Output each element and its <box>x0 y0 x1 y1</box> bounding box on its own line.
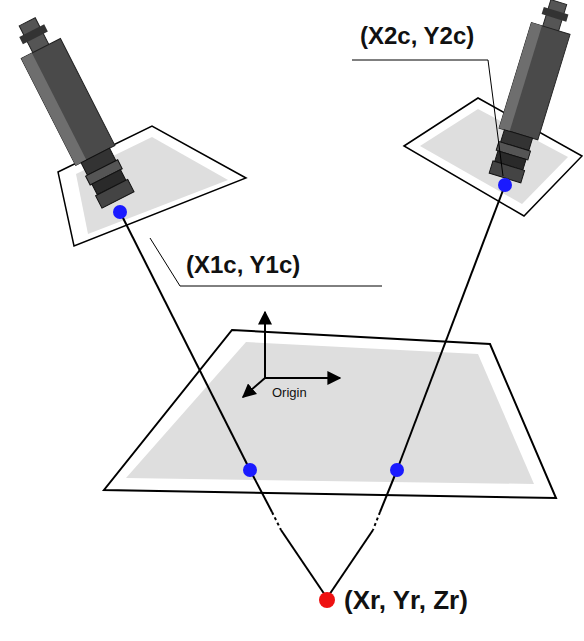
image-plane <box>404 98 582 216</box>
origin-axes <box>243 312 340 397</box>
camera <box>8 12 138 210</box>
reference-plane <box>104 330 556 498</box>
axis-label: Origin <box>272 386 307 399</box>
camera <box>486 0 579 184</box>
coordinate-label: (X2c, Y2c) <box>360 24 474 48</box>
leader-line <box>150 60 503 286</box>
projection-ray <box>120 185 505 598</box>
coordinate-label: (Xr, Yr, Zr) <box>344 587 468 613</box>
coordinate-label: (X1c, Y1c) <box>186 253 300 277</box>
point-marker <box>113 178 512 608</box>
